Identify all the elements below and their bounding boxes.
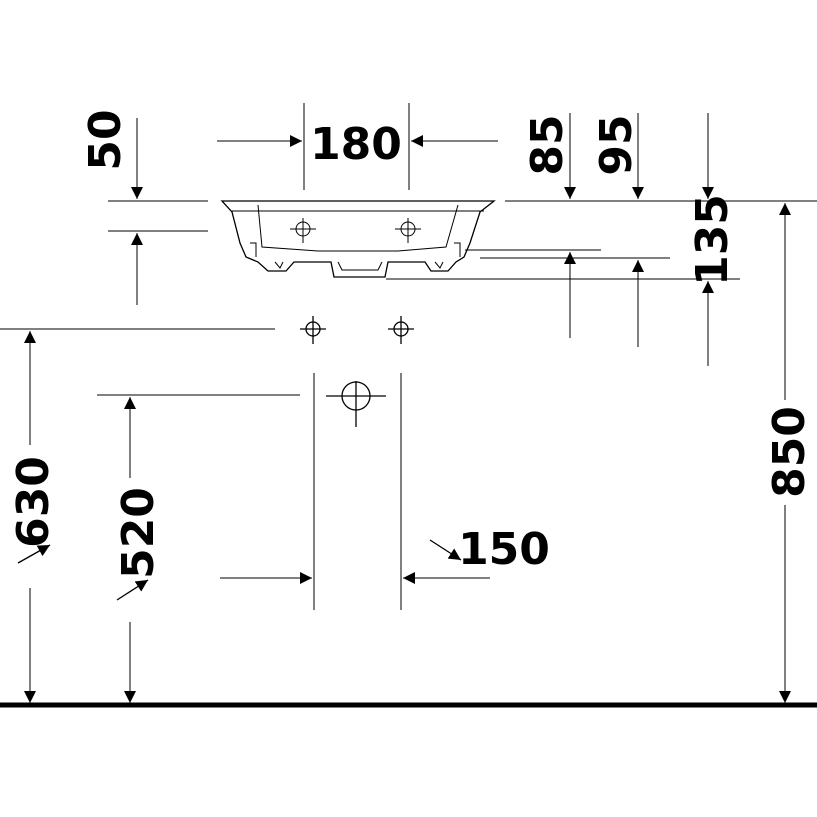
tap-hole-right-icon [395,218,421,243]
dim-630-label: 630 [8,456,59,548]
basin-outline [220,200,496,278]
dim-95-label: 95 [591,114,642,175]
dimension-arrows [17,113,791,703]
dim-180-label: 180 [310,119,402,170]
supply-right-icon [388,316,414,344]
waste-outlet-icon [326,381,386,427]
extension-lines [0,103,817,610]
dim-520-label: 520 [113,487,164,579]
dim-150-label: 150 [458,524,550,575]
dim-135-label: 135 [687,194,738,286]
supply-left-icon [300,316,326,344]
tap-hole-left-icon [290,218,316,243]
dim-85-label: 85 [522,114,573,175]
dim-50-label: 50 [80,109,131,170]
dim-850-label: 850 [764,406,815,498]
